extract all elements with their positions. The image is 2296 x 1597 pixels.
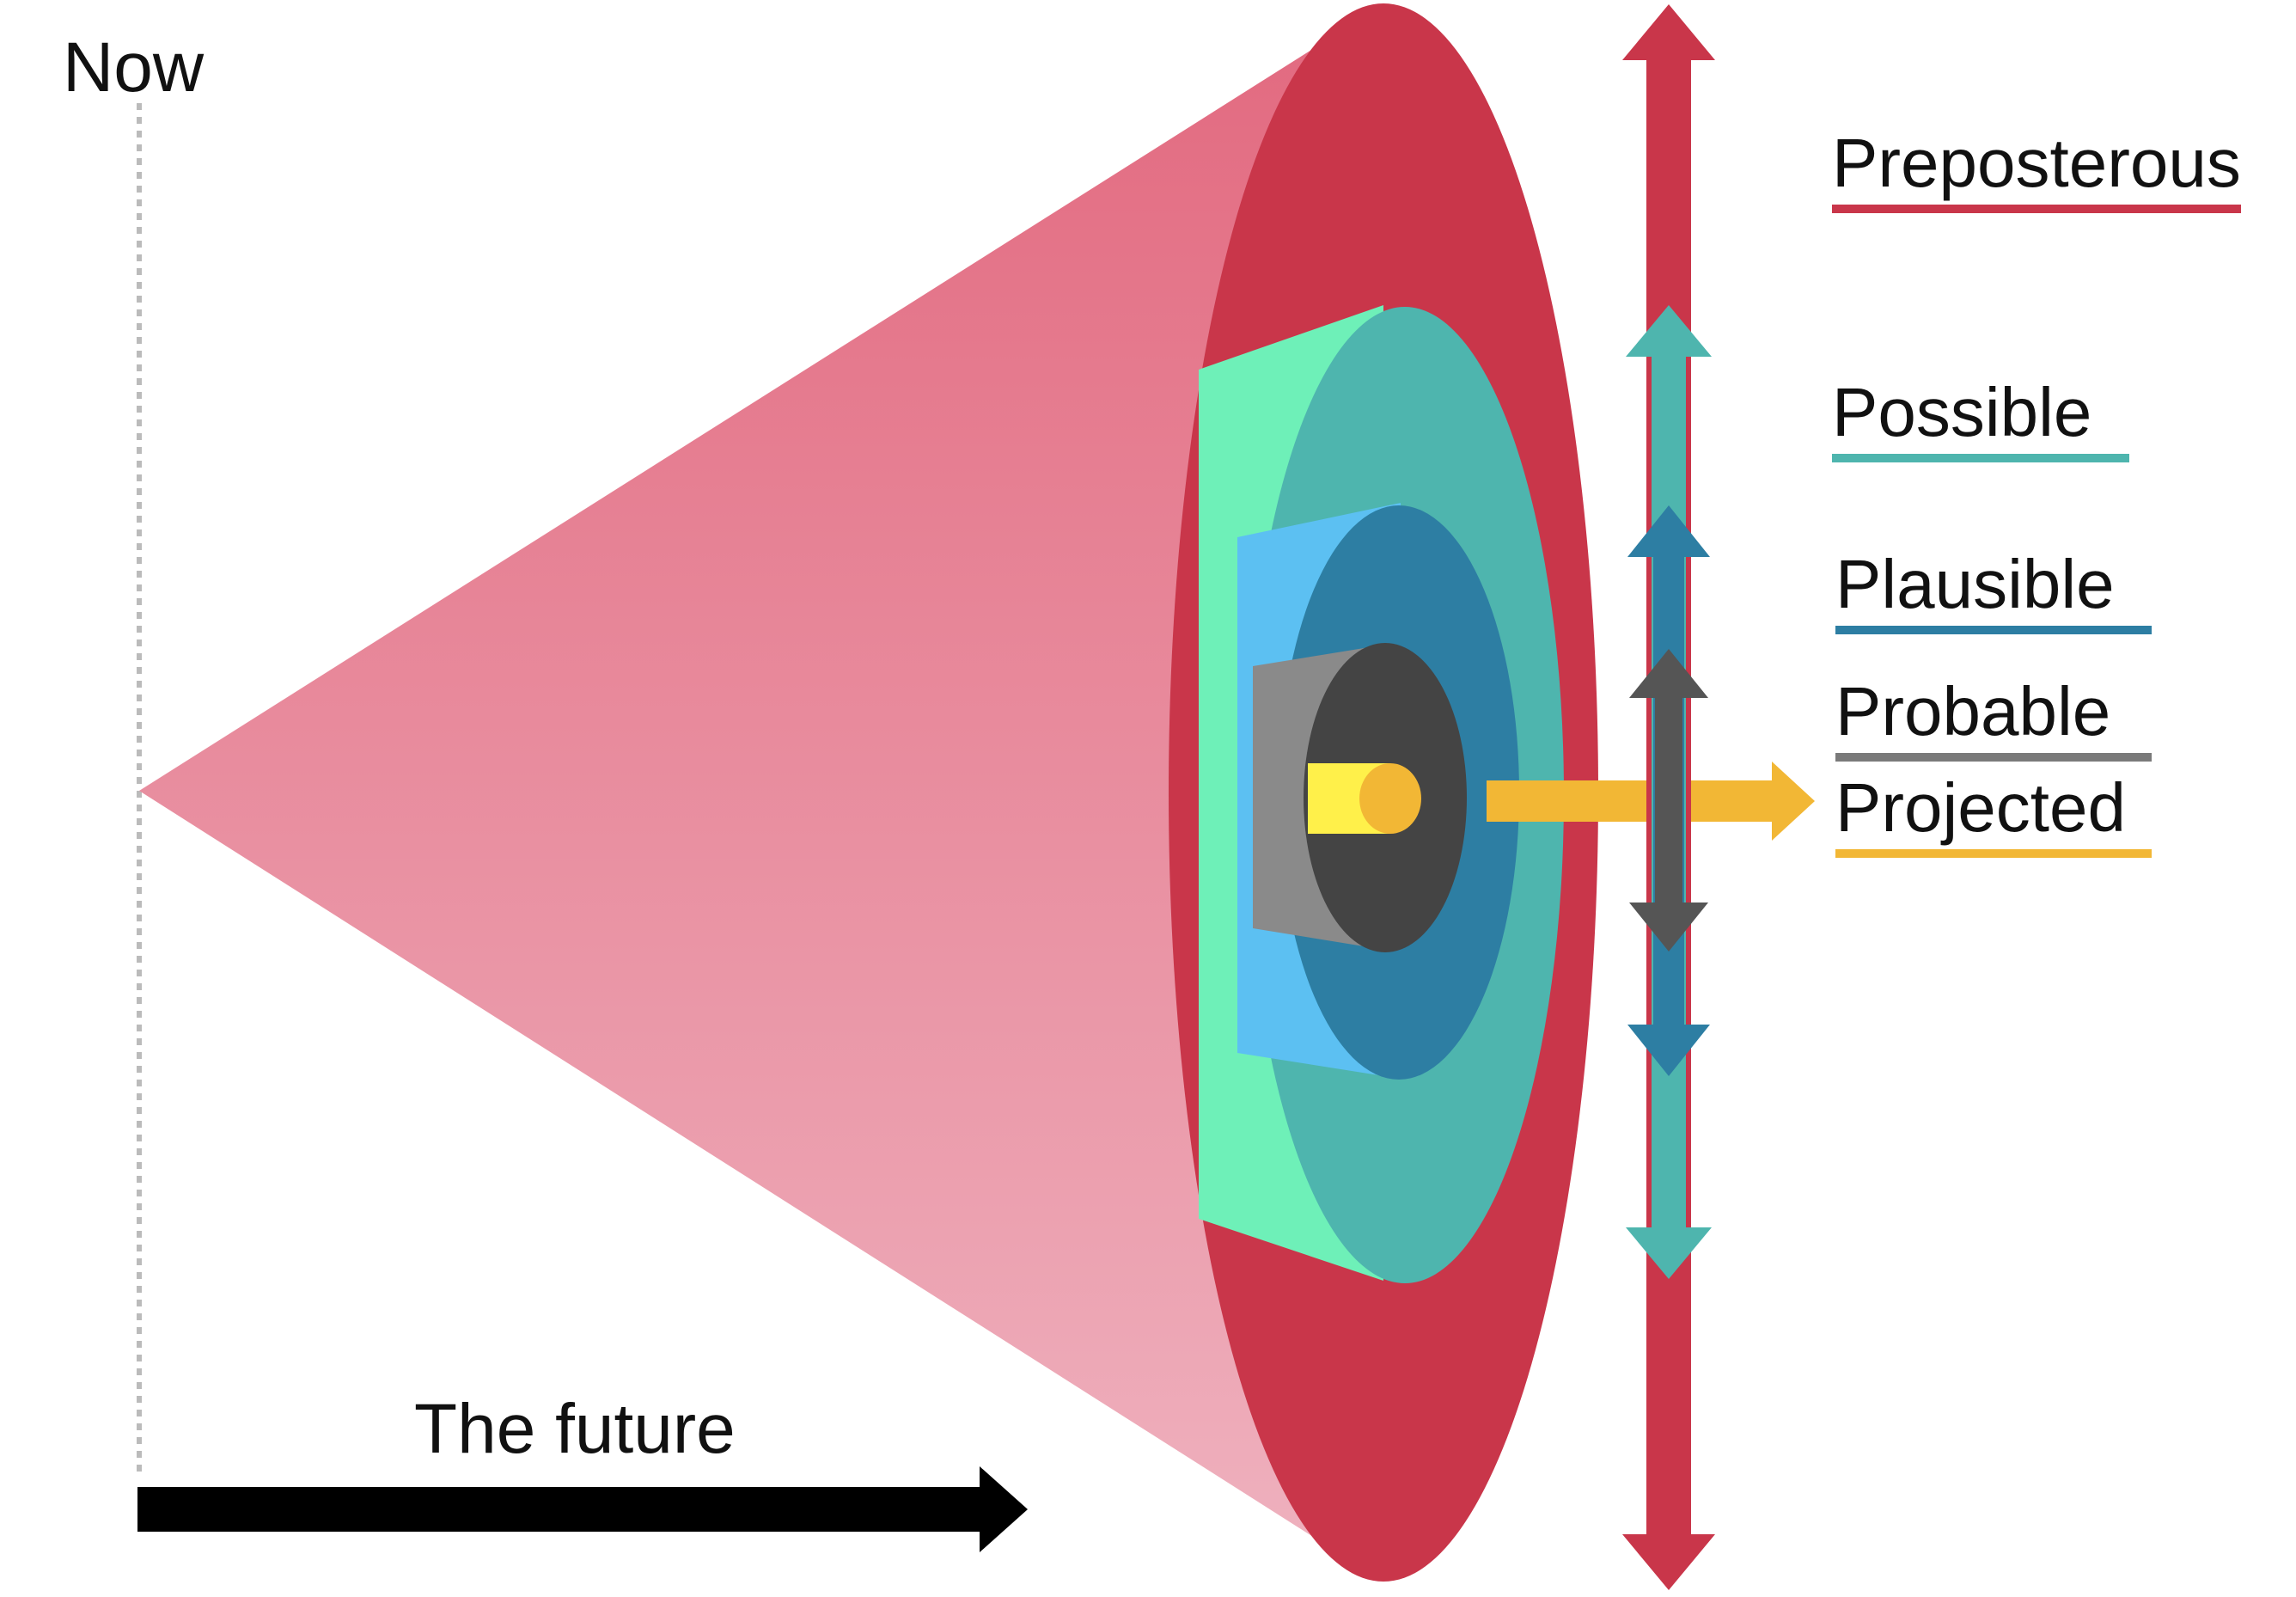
projected-label: Projected [1835, 774, 2152, 858]
probable-arrow [1629, 649, 1708, 951]
plausible-label: Plausible [1835, 550, 2152, 634]
futures-cone [139, 4, 1383, 1582]
possible-label: Possible [1832, 378, 2129, 462]
future-label: The future [414, 1390, 736, 1468]
probable-label: Probable [1835, 677, 2152, 762]
preposterous-label: Preposterous [1832, 129, 2241, 213]
projected-face [1359, 763, 1421, 834]
timeline-arrow [137, 1466, 1028, 1552]
now-label: Now [63, 28, 205, 107]
spectrum-arrows [1622, 4, 1715, 1590]
